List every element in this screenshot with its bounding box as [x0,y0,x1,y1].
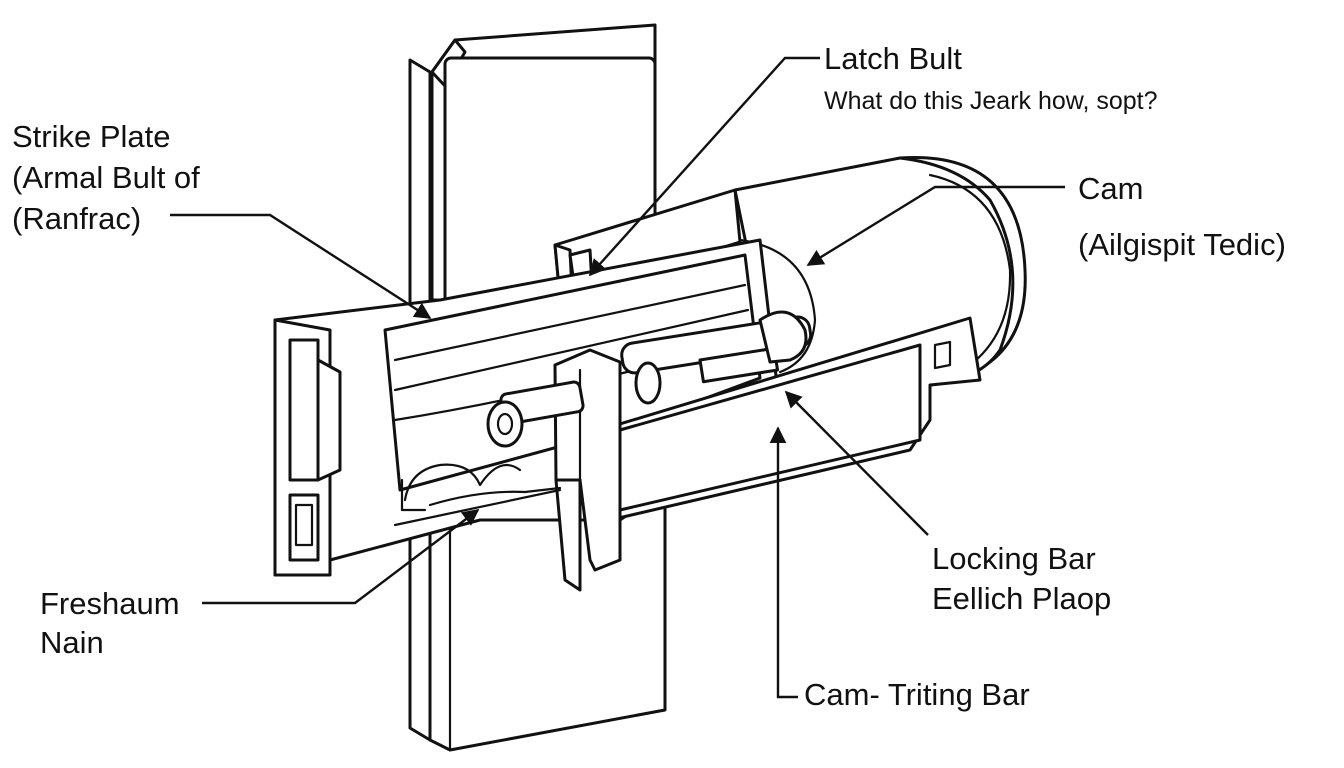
freshaum-label-line2: Nain [40,625,104,660]
latch-bolt-title: Latch Bult [824,41,962,76]
latch-bolt-subtitle: What do this Jeark how, sopt? [824,87,1158,115]
left-frame [273,318,342,577]
shaft-assembly [620,310,813,405]
cam-triting-bar-label: Cam- Triting Bar [804,677,1030,712]
strike-plate-label-line1: Strike Plate [12,119,171,154]
lower-details [393,463,562,527]
freshaum-label-line1: Freshaum [40,586,180,621]
pivot-pin [486,380,585,448]
strike-plate-label-line2: (Armal Bult of [12,160,200,195]
cam-label-subtitle: (Ailgispit Tedic) [1078,227,1286,262]
locking-bar-label-line1: Locking Bar [932,541,1096,576]
strike-plate-label-line3: (Ranfrac) [12,201,142,236]
leader-lines [170,56,1065,699]
locking-bar-label-line2: Eellich Plaop [932,581,1112,616]
cam-label-title: Cam [1078,171,1144,206]
